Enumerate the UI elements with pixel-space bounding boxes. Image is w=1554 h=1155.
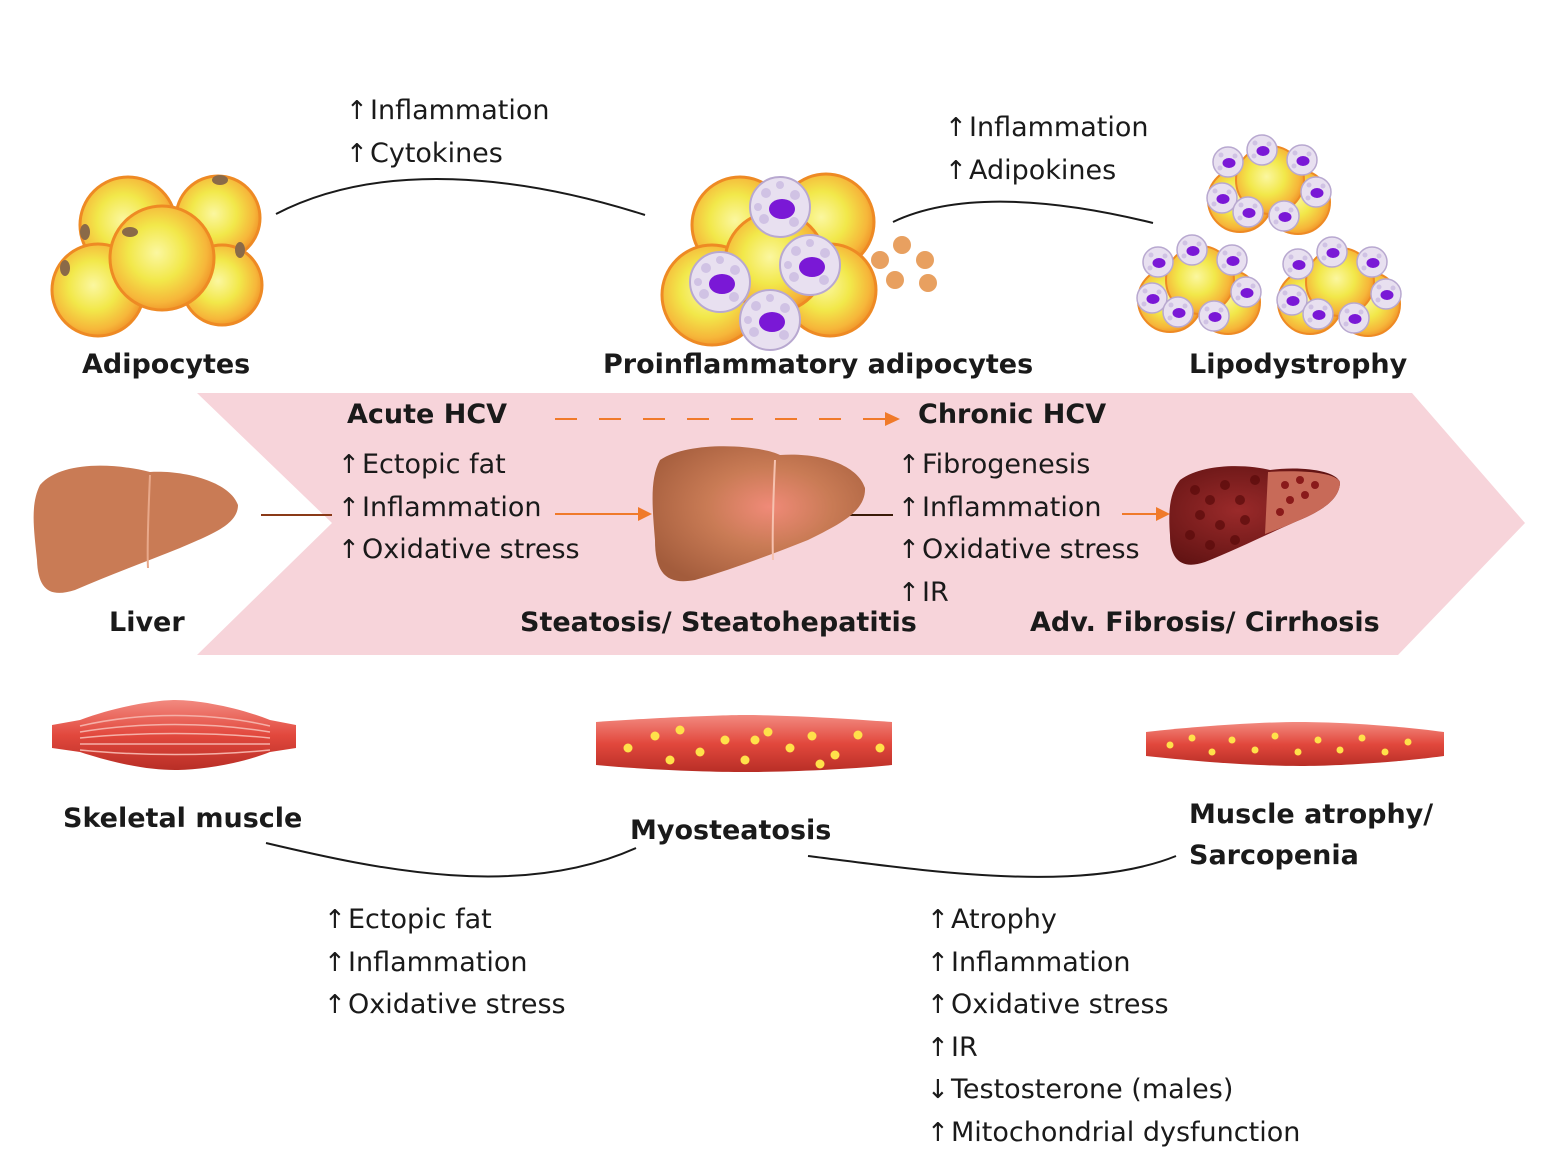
list-item: ↓Testosterone (males) <box>927 1069 1300 1112</box>
lipodystrophy-illustration <box>1137 135 1401 336</box>
list-adipo-2: ↑Inflammation↑Adipokines <box>945 107 1149 192</box>
list-item-text: Oxidative stress <box>951 989 1169 1021</box>
atrophy-muscle-illustration <box>1146 722 1444 766</box>
connector-curve-muscle-2 <box>807 855 1177 878</box>
label-chronic-hcv: Chronic HCV <box>918 399 1107 430</box>
progression-band <box>197 393 1525 655</box>
liver-arrow-1-head <box>638 507 652 521</box>
list-item-text: Atrophy <box>951 904 1057 935</box>
label-adipocytes: Adipocytes <box>82 349 251 380</box>
list-item: ↑Mitochondrial dysfunction <box>927 1112 1300 1155</box>
list-item: ↑Inflammation <box>898 487 1140 530</box>
list-adipo-1: ↑Inflammation↑Cytokines <box>346 90 550 175</box>
list-item: ↑Oxidative stress <box>324 984 566 1027</box>
list-item: ↑Inflammation <box>945 107 1149 150</box>
list-item: ↑Fibrogenesis <box>898 444 1140 487</box>
up-arrow-icon: ↑ <box>927 1032 949 1063</box>
up-arrow-icon: ↑ <box>346 138 368 169</box>
up-arrow-icon: ↑ <box>324 905 346 935</box>
label-proinflammatory-adipocytes: Proinflammatory adipocytes <box>603 349 1034 380</box>
label-sarcopenia: Sarcopenia <box>1189 840 1359 871</box>
dashed-arrow-head <box>885 412 900 426</box>
up-arrow-icon: ↑ <box>898 450 920 480</box>
up-arrow-icon: ↑ <box>324 947 346 978</box>
list-item-text: Ectopic fat <box>348 904 492 935</box>
list-item-text: IR <box>922 576 949 608</box>
up-arrow-icon: ↑ <box>338 450 360 480</box>
list-muscle-2: ↑Atrophy↑Inflammation↑Oxidative stress↑I… <box>927 899 1300 1155</box>
up-arrow-icon: ↑ <box>338 535 360 566</box>
list-item-text: Ectopic fat <box>362 449 506 480</box>
label-fibrosis: Adv. Fibrosis/ Cirrhosis <box>1030 607 1380 638</box>
list-item-text: Inflammation <box>370 95 550 126</box>
down-arrow-icon: ↓ <box>927 1075 949 1106</box>
list-item: ↑Inflammation <box>346 90 550 133</box>
list-item: ↑Inflammation <box>927 942 1300 985</box>
list-item-text: Testosterone (males) <box>951 1074 1234 1106</box>
list-item: ↑Adipokines <box>945 150 1149 193</box>
up-arrow-icon: ↑ <box>927 947 949 978</box>
up-arrow-icon: ↑ <box>338 492 360 523</box>
label-steatosis: Steatosis/ Steatohepatitis <box>520 607 917 638</box>
list-item-text: Fibrogenesis <box>922 449 1091 480</box>
up-arrow-icon: ↑ <box>927 1117 949 1148</box>
label-skeletal-muscle: Skeletal muscle <box>63 803 303 834</box>
liver-arrow-2-head <box>1156 507 1170 521</box>
label-lipodystrophy: Lipodystrophy <box>1189 349 1408 380</box>
up-arrow-icon: ↑ <box>346 96 368 126</box>
list-item-text: Inflammation <box>362 491 542 523</box>
list-item: ↑Atrophy <box>927 899 1300 942</box>
up-arrow-icon: ↑ <box>945 155 967 186</box>
list-muscle-1: ↑Ectopic fat↑Inflammation↑Oxidative stre… <box>324 899 566 1027</box>
skeletal-muscle-illustration <box>52 700 296 770</box>
liver-illustration <box>33 465 239 593</box>
label-liver: Liver <box>109 607 185 638</box>
cirrhosis-liver-illustration <box>1169 466 1340 565</box>
list-item-text: Inflammation <box>348 946 528 978</box>
list-item-text: Inflammation <box>951 946 1131 978</box>
list-item-text: Inflammation <box>969 112 1149 143</box>
up-arrow-icon: ↑ <box>324 990 346 1021</box>
list-item: ↑Oxidative stress <box>898 529 1140 572</box>
list-item-text: Inflammation <box>922 491 1102 523</box>
list-item: ↑IR <box>898 572 1140 615</box>
up-arrow-icon: ↑ <box>898 577 920 608</box>
list-item: ↑Inflammation <box>324 942 566 985</box>
list-item: ↑Ectopic fat <box>324 899 566 942</box>
up-arrow-icon: ↑ <box>927 905 949 935</box>
list-item-text: Oxidative stress <box>362 534 580 566</box>
up-arrow-icon: ↑ <box>945 113 967 143</box>
proinflammatory-adipocytes-illustration <box>660 172 937 351</box>
list-item-text: Oxidative stress <box>922 534 1140 566</box>
connector-curve-adipo-2 <box>892 200 1154 224</box>
list-item-text: IR <box>951 1031 978 1063</box>
list-liver-2: ↑Fibrogenesis↑Inflammation↑Oxidative str… <box>898 444 1140 614</box>
label-acute-hcv: Acute HCV <box>347 399 508 430</box>
up-arrow-icon: ↑ <box>898 535 920 566</box>
list-item: ↑Oxidative stress <box>338 529 580 572</box>
list-liver-1: ↑Ectopic fat↑Inflammation↑Oxidative stre… <box>338 444 580 572</box>
list-item: ↑Ectopic fat <box>338 444 580 487</box>
adipocytes-illustration <box>50 174 264 338</box>
list-item-text: Cytokines <box>370 137 503 169</box>
list-item: ↑IR <box>927 1027 1300 1070</box>
list-item-text: Mitochondrial dysfunction <box>951 1116 1301 1148</box>
myosteatosis-illustration <box>596 715 892 772</box>
steatosis-liver-illustration <box>652 446 866 582</box>
list-item: ↑Oxidative stress <box>927 984 1300 1027</box>
label-muscle-atrophy: Muscle atrophy/ <box>1189 799 1434 830</box>
connector-curve-muscle-1 <box>265 842 637 878</box>
label-myosteatosis: Myosteatosis <box>630 815 832 846</box>
list-item-text: Adipokines <box>969 154 1117 186</box>
connector-curve-adipo-1 <box>275 178 646 216</box>
list-item-text: Oxidative stress <box>348 989 566 1021</box>
list-item: ↑Cytokines <box>346 133 550 176</box>
up-arrow-icon: ↑ <box>927 990 949 1021</box>
up-arrow-icon: ↑ <box>898 492 920 523</box>
list-item: ↑Inflammation <box>338 487 580 530</box>
